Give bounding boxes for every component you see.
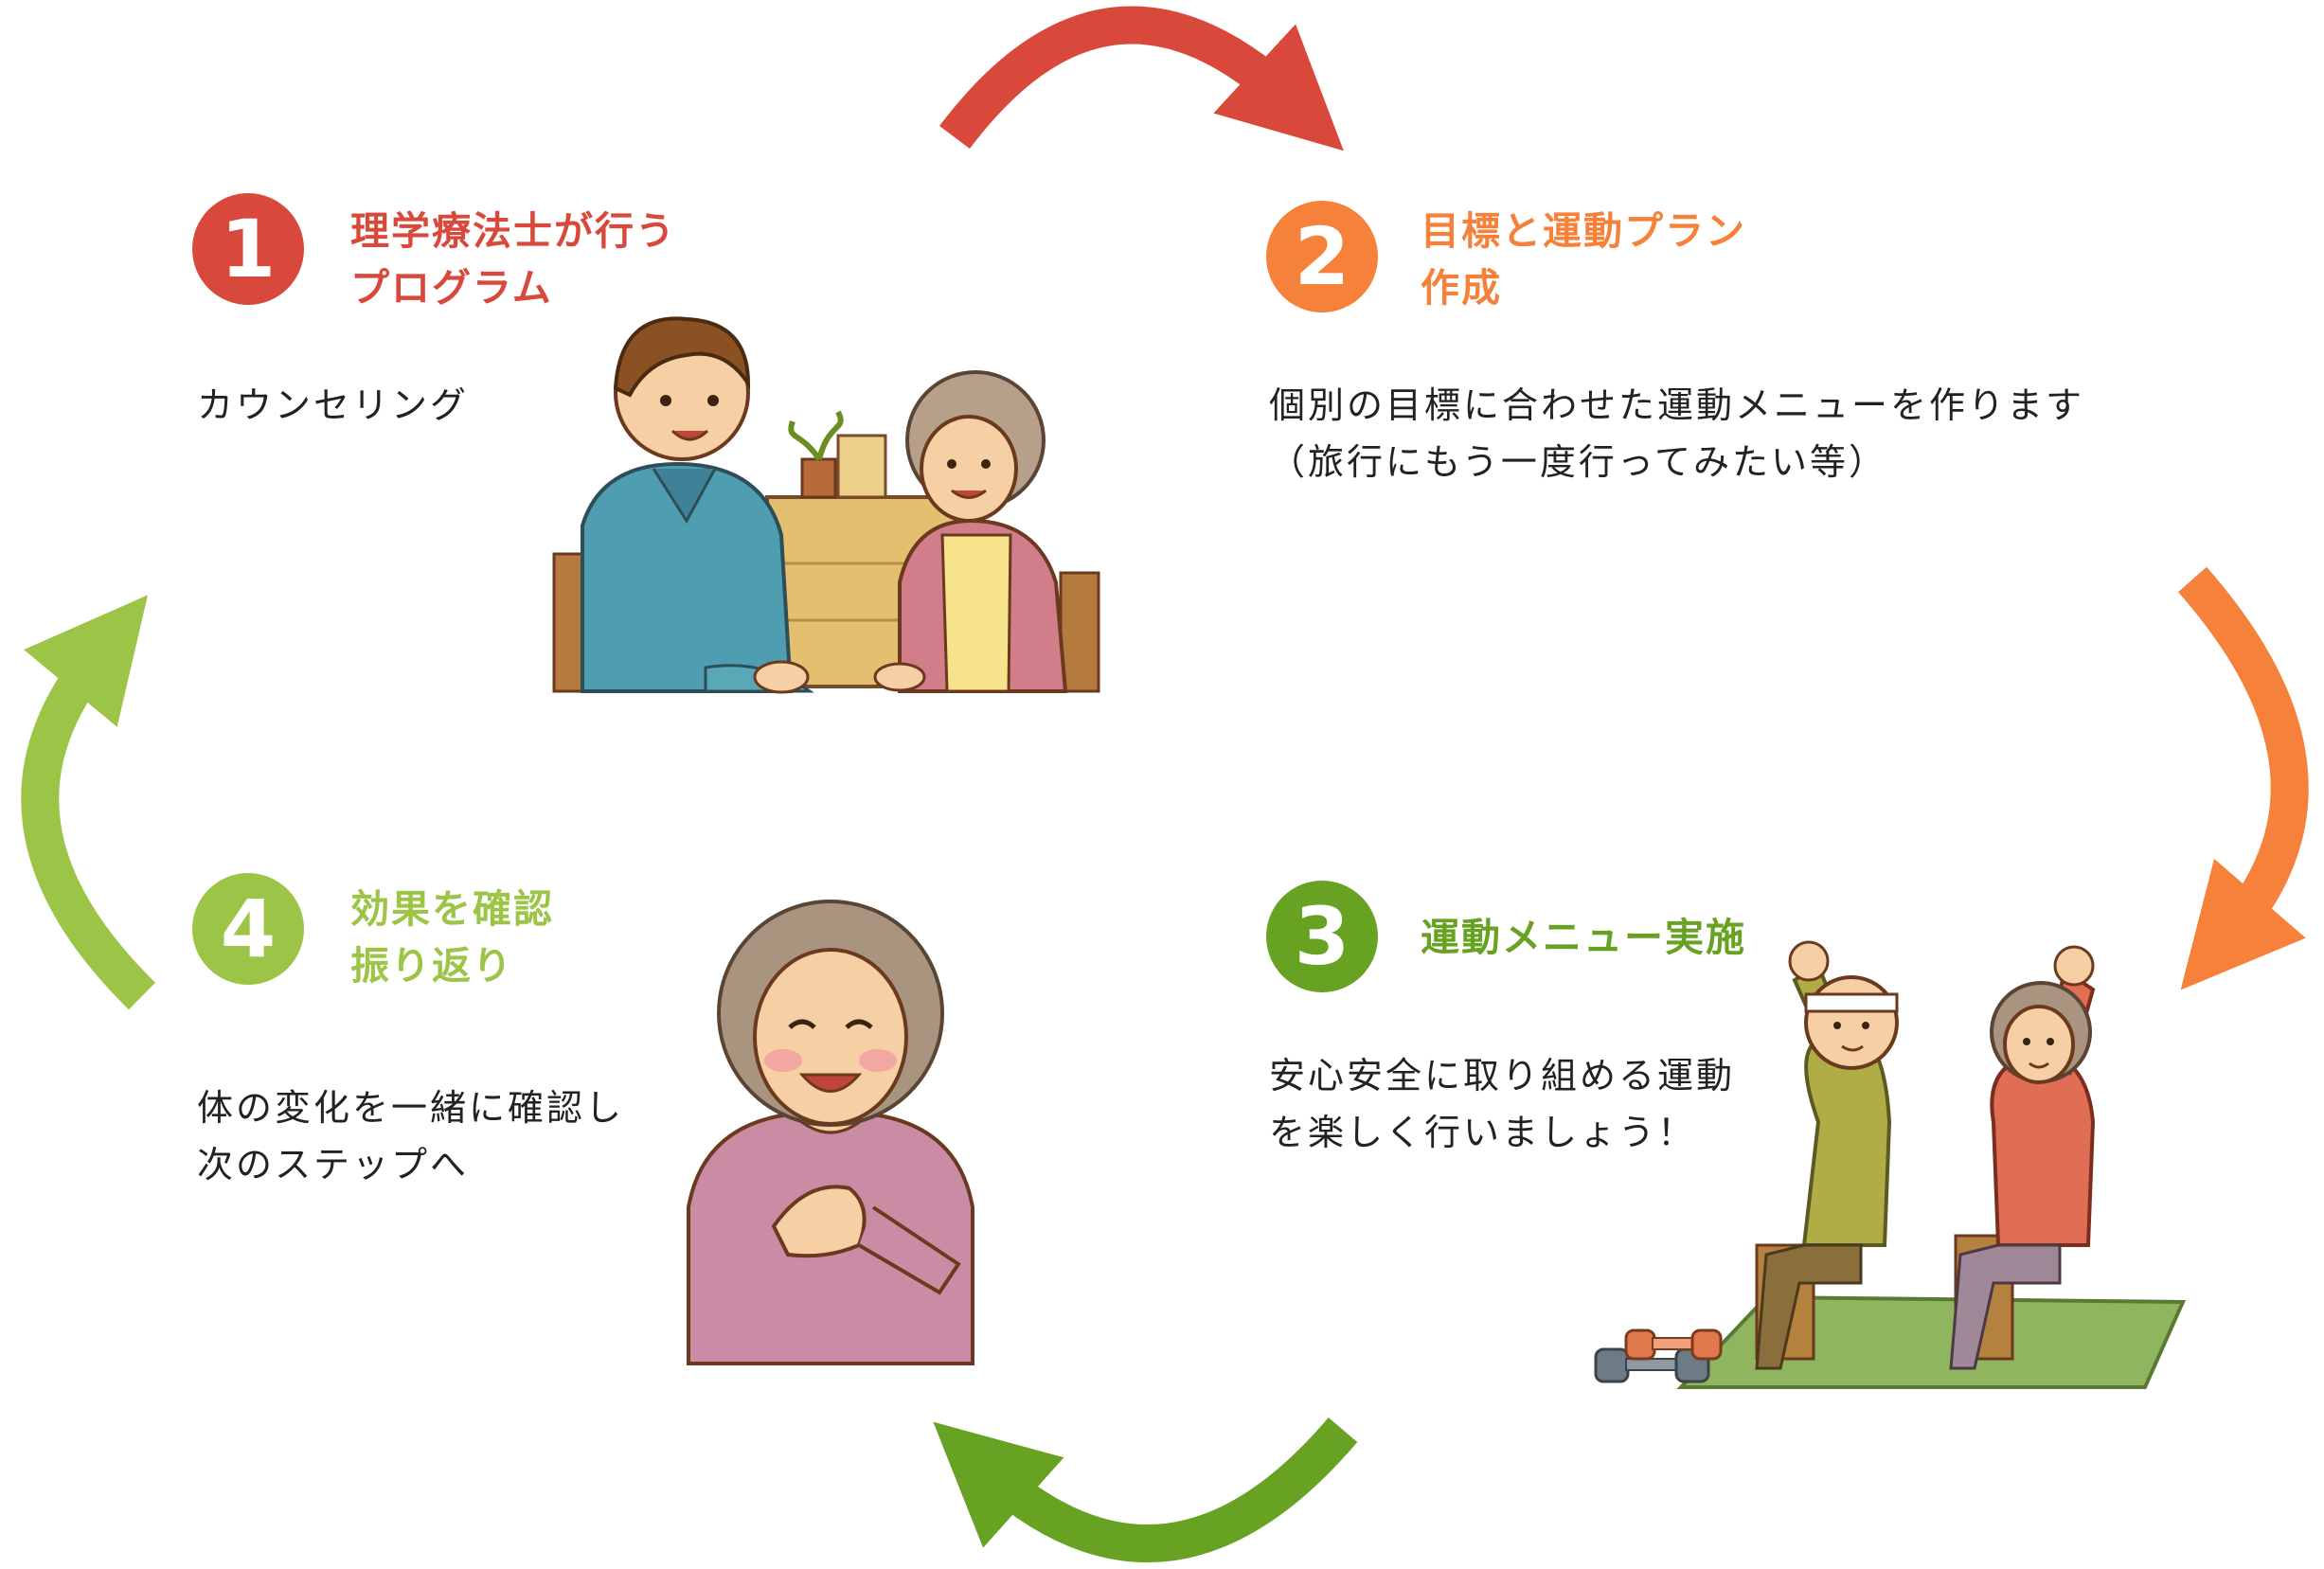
arrow-step1-to-step2	[939, 6, 1344, 152]
step-3-title: 運動メニュー実施	[1421, 915, 1746, 960]
step-1-title: 理学療法士が行う プログラム	[350, 208, 676, 311]
exercise-illustration	[1594, 940, 2187, 1389]
step-1-description: カウンセリング	[197, 384, 470, 426]
arrow-step2-to-step3	[2177, 566, 2309, 990]
arrow-step3-to-step4	[933, 1417, 1358, 1562]
step-2-number: 2	[1266, 201, 1378, 312]
step-3-description: 安心安全に取り組める運動 を楽しく行いましょう！	[1269, 1055, 1736, 1153]
step-4-description: 体の変化を一緒に確認し 次のステップへ	[197, 1087, 625, 1186]
arrow-step4-to-step1	[21, 595, 156, 1010]
counseling-illustration	[552, 316, 1100, 694]
step-2-description: 個別の目標に合わせた運動メニューを作ります （旅行にもう一度行ってみたい等）	[1269, 384, 2085, 483]
step-4-number: 4	[192, 873, 304, 985]
step-1-number: 1	[192, 193, 304, 305]
reflection-illustration	[687, 900, 974, 1365]
step-4-title: 効果を確認 振り返り	[350, 886, 554, 989]
step-2-title: 目標と運動プラン 作成	[1421, 208, 1746, 311]
step-3-number: 3	[1266, 881, 1378, 992]
dumbbells	[1594, 1328, 1723, 1383]
